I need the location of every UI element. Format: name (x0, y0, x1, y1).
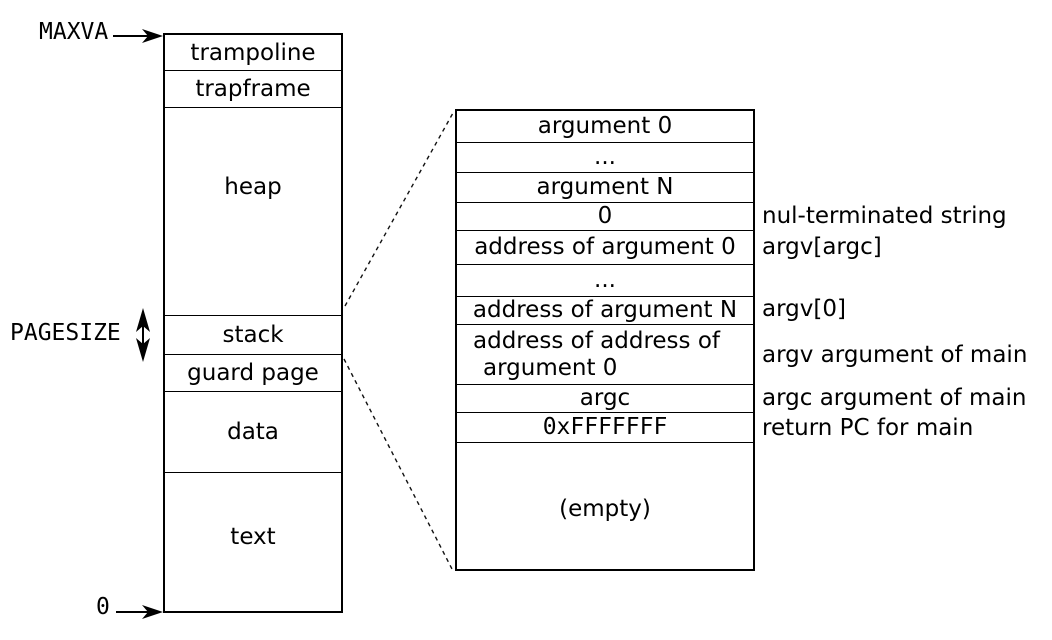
stack-row-label: 0 (597, 203, 613, 230)
section-label: trapframe (195, 76, 311, 102)
origin-address-label: 0 (96, 594, 110, 620)
section-data: data (165, 392, 341, 473)
section-heap: heap (165, 108, 341, 316)
stack-row-label: 0xFFFFFFF (542, 414, 668, 441)
annotation-argv-0: argv[0] (762, 296, 846, 322)
stack-row-address-of-argument-n: address of argument N (457, 297, 753, 325)
section-label: guard page (187, 360, 319, 386)
annotation-nul-terminated-string: nul-terminated string (762, 203, 1007, 229)
stack-row-argument-0: argument 0 (457, 111, 753, 143)
annotation-argv-argc: argv[argc] (762, 234, 882, 260)
section-trapframe: trapframe (165, 71, 341, 108)
section-label: heap (224, 173, 282, 200)
stack-row-empty: (empty) (457, 443, 753, 569)
stack-row-argument-n: argument N (457, 173, 753, 203)
stack-detail-table: argument 0 ... argument N 0 address of a… (455, 109, 755, 571)
pagesize-extent-arrow-icon (136, 308, 150, 362)
stack-row-argc: argc (457, 385, 753, 413)
section-trampoline: trampoline (165, 35, 341, 71)
section-label: text (230, 524, 276, 550)
stack-row-return-pc: 0xFFFFFFF (457, 413, 753, 443)
section-label: stack (222, 322, 284, 348)
stack-row-address-of-argument-0: address of argument 0 (457, 231, 753, 265)
stack-row-label: argument 0 (537, 113, 673, 140)
section-stack: stack (165, 316, 341, 355)
stack-row-nul: 0 (457, 203, 753, 231)
stack-row-label: address of argument 0 (474, 234, 736, 261)
annotation-argv-argument-of-main: argv argument of main (762, 342, 1028, 368)
maxva-label: MAXVA (39, 19, 109, 45)
stack-row-label-line2: argument 0 (483, 354, 618, 381)
stack-row-label: (empty) (559, 495, 651, 522)
section-text: text (165, 473, 341, 611)
address-space-box: trampoline trapframe heap stack guard pa… (163, 33, 343, 613)
stack-row-ellipsis: ... (457, 143, 753, 173)
stack-row-address-of-address: address of address of argument 0 (457, 325, 753, 385)
stack-row-label: address of argument N (472, 297, 738, 324)
stack-row-label: ... (594, 144, 616, 171)
annotation-return-pc-for-main: return PC for main (762, 415, 974, 441)
section-label: data (227, 419, 279, 445)
section-guard-page: guard page (165, 355, 341, 392)
stack-row-label-line1: address of address of (473, 328, 720, 355)
origin-arrow-icon (116, 605, 163, 619)
zoom-dashed-line-bottom (343, 358, 453, 570)
zoom-dashed-line-top (344, 112, 454, 307)
stack-row-label: argument N (536, 174, 674, 201)
stack-row-ellipsis: ... (457, 265, 753, 297)
stack-row-label: ... (594, 267, 616, 294)
section-label: trampoline (190, 39, 316, 66)
maxva-arrow-icon (113, 29, 163, 43)
pagesize-label: PAGESIZE (10, 320, 121, 346)
annotation-argc-argument-of-main: argc argument of main (762, 385, 1027, 411)
stack-row-label: argc (579, 385, 631, 412)
